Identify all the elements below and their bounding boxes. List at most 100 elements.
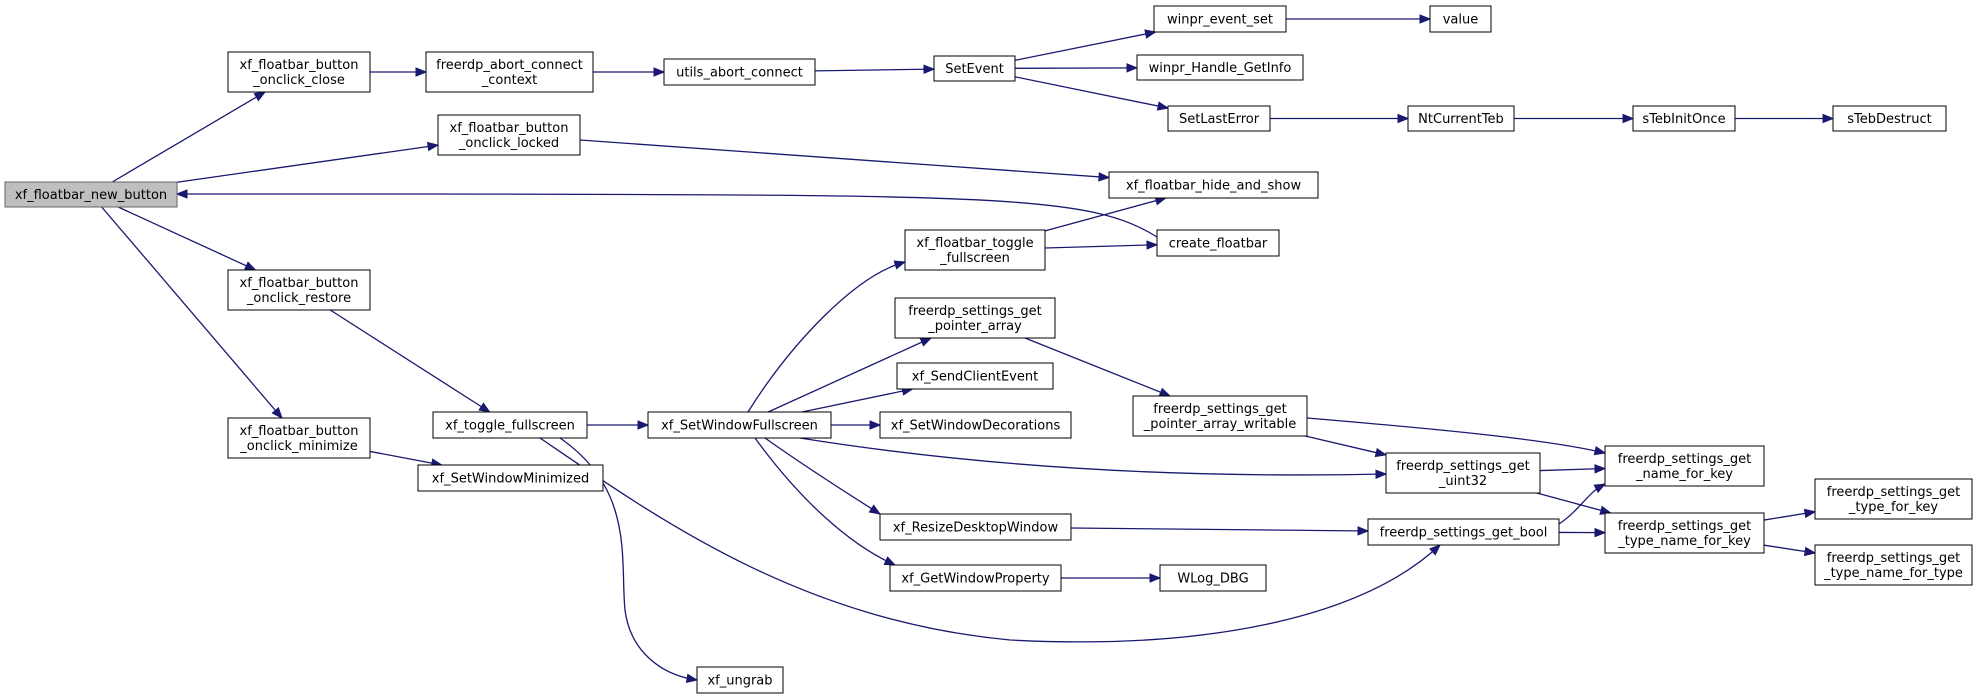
node-freerdp-settings-get-uint32[interactable]: freerdp_settings_get_uint32	[1385, 452, 1541, 494]
node-xf-floatbar-button-onclick-close[interactable]: xf_floatbar_button_onclick_close	[227, 51, 371, 93]
node-label: _uint32	[1438, 474, 1487, 489]
node-setevent[interactable]: SetEvent	[933, 55, 1016, 82]
node-winpr-handle-getinfo[interactable]: winpr_Handle_GetInfo	[1136, 54, 1304, 81]
edge-n14-n15	[1735, 113, 1835, 124]
edge-line	[1014, 76, 1169, 109]
edge-n26-n27	[1539, 464, 1607, 474]
edge-line	[579, 139, 1110, 179]
node-xf-floatbar-toggle-fullscreen[interactable]: xf_floatbar_toggle_fullscreen	[904, 229, 1046, 271]
edge-arrowhead	[1803, 508, 1817, 519]
node-box	[1604, 512, 1765, 554]
edge-line	[754, 437, 896, 566]
node-label: xf_SetWindowDecorations	[891, 419, 1061, 434]
node-xf-setwindowdecorations[interactable]: xf_SetWindowDecorations	[879, 411, 1072, 439]
edge-arrowhead	[1126, 63, 1139, 73]
node-box	[1153, 5, 1287, 33]
node-box	[896, 362, 1054, 390]
node-box	[437, 114, 581, 156]
node-xf-sendclientevent[interactable]: xf_SendClientEvent	[896, 362, 1054, 390]
node-create-floatbar[interactable]: create_floatbar	[1156, 229, 1280, 257]
edge-n8-n12	[1014, 76, 1170, 111]
edge-line	[1044, 197, 1166, 232]
node-xf-toggle-fullscreen[interactable]: xf_toggle_fullscreen	[432, 411, 588, 439]
edge-arrowhead	[1156, 101, 1170, 111]
node-box	[889, 564, 1062, 592]
node-box	[1108, 171, 1319, 199]
edge-n1-n2	[111, 91, 267, 183]
node-ntcurrentteb[interactable]: NtCurrentTeb	[1407, 105, 1515, 132]
node-box	[904, 229, 1046, 271]
node-label: SetEvent	[945, 62, 1004, 77]
node-label: _type_for_key	[1848, 500, 1938, 515]
node-xf-setwindowminimized[interactable]: xf_SetWindowMinimized	[417, 464, 604, 492]
edge-arrowhead	[1429, 544, 1441, 556]
edge-n22-n21	[831, 420, 882, 430]
edge-line	[814, 68, 935, 72]
node-label: xf_SendClientEvent	[912, 370, 1038, 385]
node-label: _onclick_restore	[246, 291, 351, 306]
edge-n18-n17	[1044, 240, 1159, 250]
node-xf-ungrab[interactable]: xf_ungrab	[696, 666, 784, 694]
node-utils-abort-connect[interactable]: utils_abort_connect	[663, 58, 816, 86]
node-box	[1632, 105, 1736, 132]
node-box	[1814, 478, 1973, 520]
node-xf-floatbar-new-button[interactable]: xf_floatbar_new_button	[4, 181, 178, 208]
node-label: _onclick_minimize	[239, 439, 357, 454]
edge-n12-n13	[1270, 113, 1410, 124]
node-box	[432, 411, 588, 439]
node-freerdp-settings-get-type-name-for-key[interactable]: freerdp_settings_get_type_name_for_key	[1604, 512, 1765, 554]
node-xf-resizedesktopwindow[interactable]: xf_ResizeDesktopWindow	[879, 513, 1072, 541]
edge-arrowhead	[923, 64, 936, 74]
node-label: xf_floatbar_button	[450, 121, 569, 136]
node-freerdp-settings-get-type-for-key[interactable]: freerdp_settings_get_type_for_key	[1814, 478, 1973, 520]
edge-n23-n29	[539, 437, 1441, 643]
node-wlog-dbg[interactable]: WLog_DBG	[1159, 564, 1267, 592]
edge-arrowhead	[1158, 387, 1172, 397]
node-label: xf_SetWindowFullscreen	[661, 419, 818, 434]
node-box	[879, 513, 1072, 541]
node-label: _pointer_array_writable	[1143, 417, 1297, 432]
node-xf-floatbar-hide-and-show[interactable]: xf_floatbar_hide_and_show	[1108, 171, 1319, 199]
node-setlasterror[interactable]: SetLastError	[1167, 105, 1271, 132]
node-freerdp-settings-get-bool[interactable]: freerdp_settings_get_bool	[1367, 518, 1560, 546]
node-stebinitonce[interactable]: sTebInitOnce	[1632, 105, 1736, 132]
edge-line	[1306, 417, 1606, 454]
edge-line	[177, 193, 1158, 238]
node-xf-floatbar-button-onclick-restore[interactable]: xf_floatbar_button_onclick_restore	[227, 269, 371, 311]
node-label: sTebDestruct	[1847, 112, 1931, 127]
node-label: xf_floatbar_toggle	[916, 236, 1033, 251]
node-freerdp-settings-get-pointer-array[interactable]: freerdp_settings_get_pointer_array	[894, 297, 1056, 339]
node-box	[879, 411, 1072, 439]
node-box	[933, 55, 1016, 82]
node-stebdestruct[interactable]: sTebDestruct	[1832, 105, 1947, 132]
edge-n8-n11	[1014, 63, 1139, 73]
node-value[interactable]: value	[1429, 5, 1492, 33]
node-label: _type_name_for_type	[1823, 566, 1963, 581]
edge-line	[329, 309, 491, 413]
edge-arrowhead	[415, 67, 428, 77]
node-box	[647, 411, 832, 439]
node-xf-getwindowproperty[interactable]: xf_GetWindowProperty	[889, 564, 1062, 592]
edge-line	[747, 261, 906, 413]
edge-arrowhead	[426, 141, 440, 152]
edge-n29-n30	[1558, 527, 1607, 538]
node-box	[696, 666, 784, 694]
edge-n22-n33	[754, 437, 897, 566]
edge-n22-n18	[747, 260, 907, 413]
node-winpr-event-set[interactable]: winpr_event_set	[1153, 5, 1287, 33]
node-freerdp-settings-get-pointer-array-writable[interactable]: freerdp_settings_get_pointer_array_writa…	[1132, 395, 1308, 437]
edge-arrowhead	[1803, 546, 1817, 557]
edge-arrowhead	[685, 673, 699, 683]
node-box	[1832, 105, 1947, 132]
node-box	[1385, 452, 1541, 494]
node-xf-floatbar-button-onclick-minimize[interactable]: xf_floatbar_button_onclick_minimize	[227, 417, 371, 459]
node-freerdp-settings-get-name-for-key[interactable]: freerdp_settings_get_name_for_key	[1604, 445, 1765, 487]
node-label: _pointer_array	[927, 319, 1022, 334]
node-xf-floatbar-button-onclick-locked[interactable]: xf_floatbar_button_onclick_locked	[437, 114, 581, 156]
node-label: WLog_DBG	[1177, 572, 1248, 587]
node-xf-setwindowfullscreen[interactable]: xf_SetWindowFullscreen	[647, 411, 832, 439]
node-label: xf_GetWindowProperty	[901, 572, 1050, 587]
node-freerdp-settings-get-type-name-for-type[interactable]: freerdp_settings_get_type_name_for_type	[1814, 544, 1973, 586]
edge-n17-n1	[175, 189, 1158, 238]
node-freerdp-abort-connect-context[interactable]: freerdp_abort_connect_context	[425, 51, 594, 93]
